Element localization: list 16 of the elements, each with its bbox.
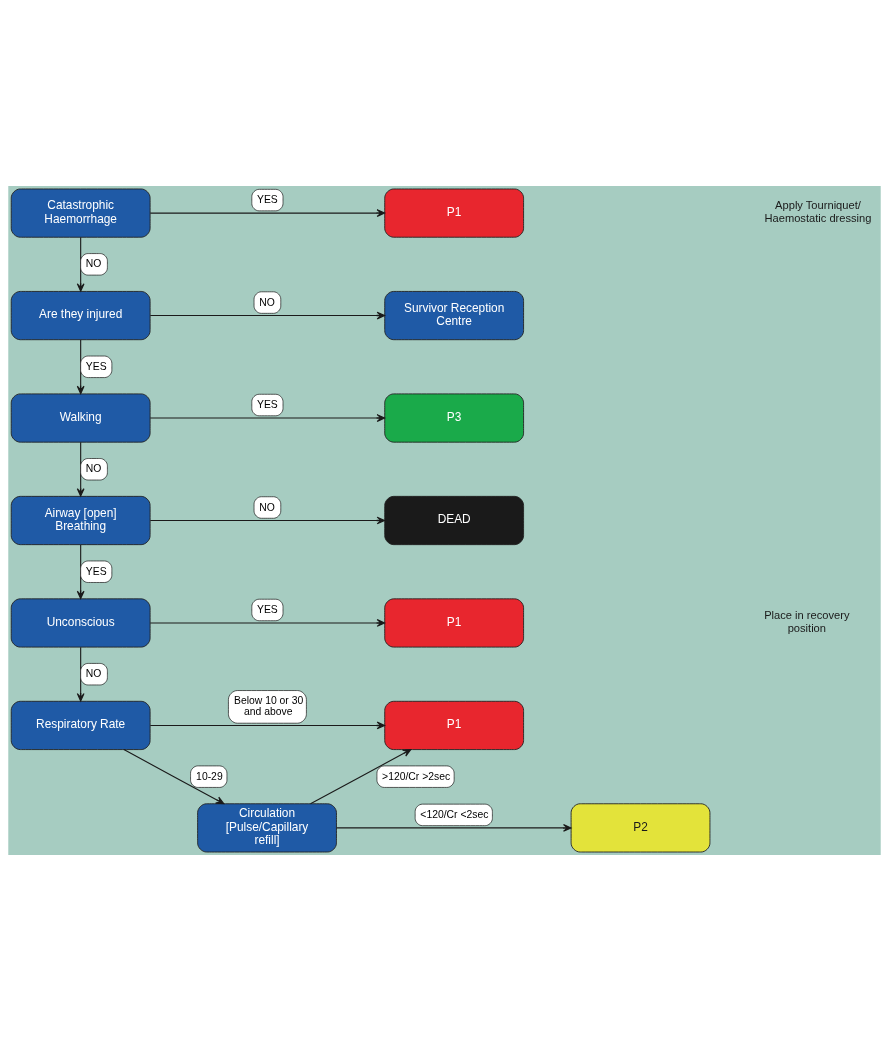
- edge-label: NO: [85, 257, 102, 269]
- edge-label: YES: [257, 193, 278, 205]
- edge-label: >120/Cr >2sec: [382, 770, 451, 782]
- label: Apply Tourniquet/ Haemostatic dressing: [764, 198, 872, 224]
- edge-label: NO: [259, 501, 275, 513]
- edge-label: NO: [85, 462, 102, 474]
- edge-label: NO: [259, 296, 275, 308]
- edge-label: YES: [257, 603, 278, 615]
- edge-label: YES: [85, 360, 107, 372]
- edge-label: 10-29: [196, 770, 223, 782]
- edge-label: Below 10 or 30 and above: [234, 694, 304, 717]
- label: Place in recovery position: [764, 608, 850, 634]
- edge-label: <120/Cr <2sec: [420, 808, 489, 820]
- edge-label: YES: [85, 565, 107, 577]
- edge-label: NO: [85, 667, 102, 679]
- edge-label: YES: [257, 398, 278, 410]
